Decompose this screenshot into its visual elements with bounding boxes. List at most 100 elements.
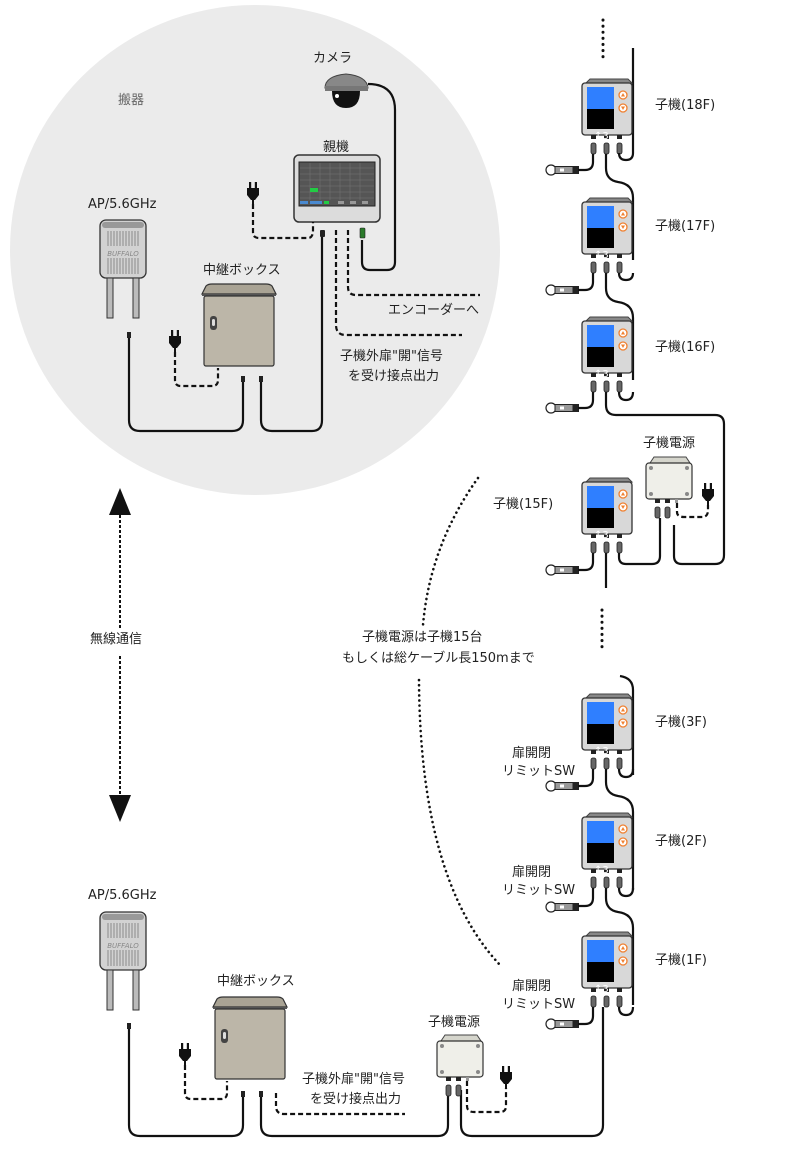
limit-switch-label-3f-line1: 扉開閉: [512, 745, 551, 761]
svg-text:↑3: ↑3: [594, 865, 609, 876]
limit-switch-cable: [578, 769, 595, 788]
ground-ap-port: [127, 1023, 131, 1029]
daisy-chain-cable: [604, 888, 635, 1005]
machine-room-label: 搬器: [118, 93, 144, 108]
relay-box-icon: [201, 283, 277, 367]
limit-switch-icon: [545, 780, 580, 792]
relay-power-cable: [173, 352, 220, 388]
power-note-bracket-upper: [421, 476, 480, 627]
limit-switch-label-1f-line2: リミットSW: [502, 997, 575, 1012]
daisy-chain-cable: [604, 769, 635, 890]
camera-cable: [360, 82, 397, 272]
encoder-label: エンコーダーへ: [388, 303, 479, 318]
slave-label-16f: 子機(16F): [655, 340, 715, 355]
limit-switch-cable: [578, 392, 595, 410]
riser-cable: [617, 391, 635, 402]
riser-cable: [617, 1006, 635, 1017]
riser-cable-3f: [619, 674, 635, 775]
limit-switch-label-2f-line2: リミットSW: [502, 883, 575, 898]
relay-box-label: 中継ボックス: [203, 263, 281, 278]
limit-switch-cable: [578, 888, 595, 908]
ap-label: AP/5.6GHz: [88, 197, 157, 212]
power-feed-cable: [604, 392, 726, 566]
limit-switch-icon: [545, 564, 580, 576]
ground-door-signal-cable: [274, 1093, 405, 1116]
ground-relay-port-2: [259, 1091, 263, 1097]
slave-unit-2f: ↑3: [581, 812, 633, 889]
svg-text:↑3: ↑3: [594, 530, 609, 541]
ground-ap-label: AP/5.6GHz: [88, 888, 157, 903]
ground-to-1f-cable: [459, 1007, 605, 1138]
slave-unit-15f: ↑3: [581, 477, 633, 554]
limit-switch-icon: [545, 164, 580, 176]
ground-slave-power-label: 子機電源: [428, 1015, 480, 1030]
slave-unit-17f: ↑3: [581, 197, 633, 274]
svg-text:↑3: ↑3: [594, 746, 609, 757]
wireless-label: 無線通信: [90, 631, 142, 647]
ap-cable: [127, 338, 245, 433]
ground-slave-power-plug-icon: [500, 1066, 512, 1088]
ap-brand: BUFFALO: [107, 250, 139, 258]
slave-label-17f: 子機(17F): [655, 219, 715, 234]
slave-power-box-icon: [645, 456, 693, 519]
camera-label: カメラ: [313, 51, 352, 66]
limit-switch-icon: [545, 284, 580, 296]
ground-relay-power-cable: [183, 1065, 229, 1101]
riser-cable: [617, 887, 635, 898]
slave-label-2f: 子機(2F): [655, 834, 707, 849]
arrow-up-icon: [109, 488, 131, 515]
daisy-chain-cable: [604, 154, 635, 260]
svg-text:↑3: ↑3: [594, 984, 609, 995]
limit-switch-label-1f-line1: 扉開閉: [512, 978, 551, 994]
slave-label-1f: 子機(1F): [655, 953, 707, 968]
relay-to-master-cable: [259, 237, 324, 433]
power-note-line1: 子機電源は子機15台: [362, 630, 483, 645]
ground-relay-box-icon: [212, 996, 288, 1080]
power-to-15f-cable: [617, 518, 662, 566]
relay-port-2: [259, 376, 263, 382]
ground-ap-brand: BUFFALO: [107, 942, 139, 950]
slave-label-18f: 子機(18F): [655, 98, 715, 113]
power-note-line2: もしくは総ケーブル長150mまで: [342, 650, 535, 666]
ground-relay-port-1: [241, 1091, 245, 1097]
door-signal-label-line1: 子機外扉"開"信号: [340, 348, 443, 364]
ground-door-signal-line2: を受け接点出力: [310, 1091, 401, 1107]
slave-unit-16f: ↑3: [581, 316, 633, 393]
slave-unit-18f: ↑3: [581, 78, 633, 155]
master-unit-icon: [293, 154, 381, 239]
ground-relay-plug-icon: [179, 1043, 191, 1065]
limit-switch-cable: [578, 154, 595, 172]
limit-switch-label-3f-line2: リミットSW: [502, 764, 575, 779]
slave-power-cable: [675, 503, 710, 519]
svg-text:↑3: ↑3: [594, 250, 609, 261]
slave-unit-1f: ↑3: [581, 931, 633, 1008]
limit-switch-icon: [545, 1018, 580, 1030]
slave-power-label-15f: 子機電源: [643, 436, 695, 451]
power-note-bracket-lower: [417, 678, 502, 967]
encoder-cable: [346, 230, 480, 297]
svg-text:↑3: ↑3: [594, 369, 609, 380]
ground-access-point-icon: [99, 911, 147, 1011]
slave-unit-3f: ↑3: [581, 693, 633, 770]
ground-ap-cable: [127, 1029, 245, 1138]
slave-label-3f: 子機(3F): [655, 715, 707, 730]
master-unit-label: 親機: [323, 140, 349, 155]
relay-port-1: [241, 376, 245, 382]
ground-slave-power-cable: [465, 1081, 508, 1114]
riser-cable: [617, 152, 635, 162]
limit-switch-cable: [578, 553, 595, 572]
slave-label-15f: 子機(15F): [493, 497, 553, 512]
limit-switch-cable: [578, 273, 595, 292]
limit-switch-icon: [545, 901, 580, 913]
camera-icon: [324, 73, 369, 108]
svg-text:↑3: ↑3: [594, 131, 609, 142]
machine-room-area: [10, 5, 500, 495]
ap-port: [127, 332, 131, 338]
ground-relay-to-power-cable: [259, 1090, 450, 1138]
ground-slave-power-box-icon: [436, 1034, 484, 1097]
daisy-chain-cable: [604, 273, 635, 380]
ground-door-signal-line1: 子機外扉"開"信号: [302, 1071, 405, 1087]
riser-cable: [617, 768, 635, 779]
limit-switch-label-2f-line1: 扉開閉: [512, 864, 551, 880]
